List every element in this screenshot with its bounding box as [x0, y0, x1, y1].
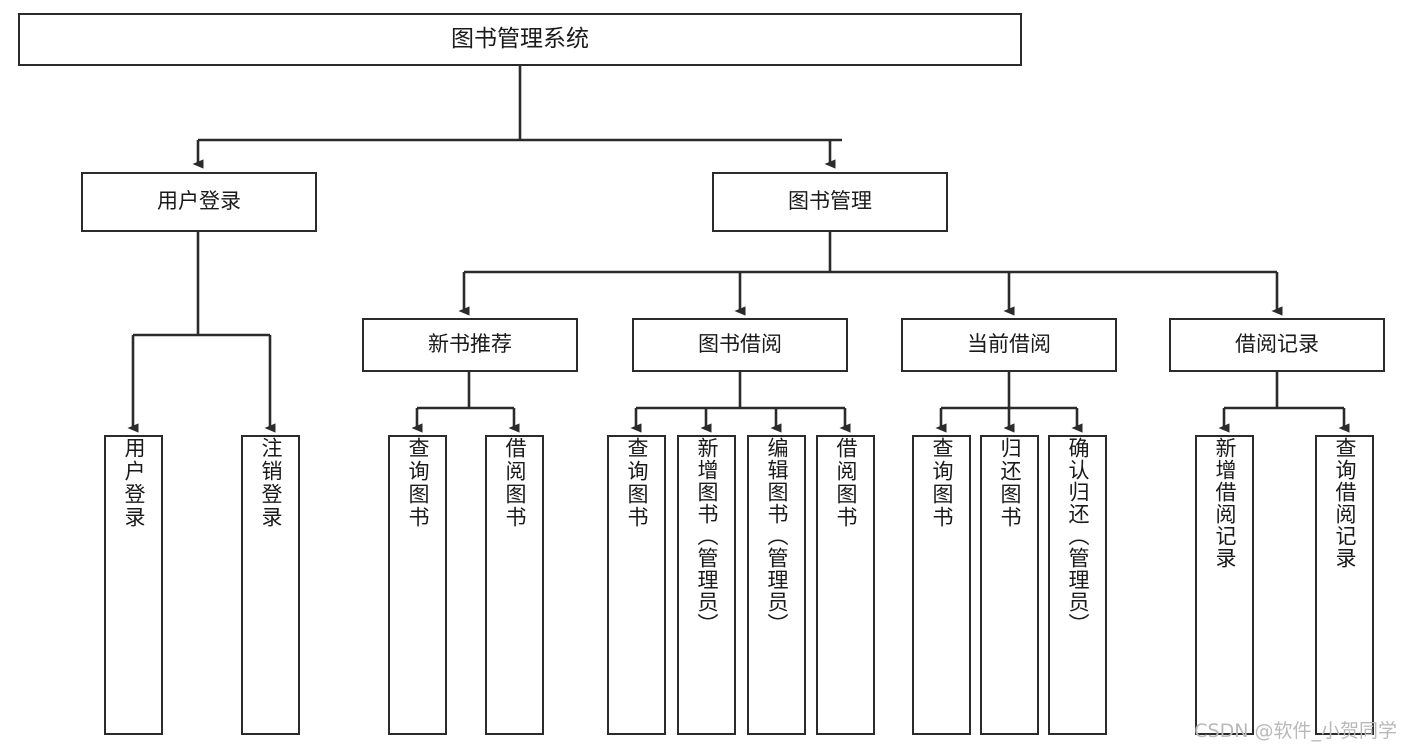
node-root[interactable]: 图书管理系统: [18, 13, 1022, 66]
node-book-borrow[interactable]: 图书借阅: [632, 318, 848, 372]
leaf-user-login-signin[interactable]: 用户登录: [104, 435, 163, 735]
leaf-new-book-borrow-label: 借阅图书: [503, 437, 527, 529]
node-current-borrow-label: 当前借阅: [967, 332, 1051, 357]
leaf-current-return-book-label: 归还图书: [998, 437, 1022, 529]
node-root-label: 图书管理系统: [451, 26, 589, 53]
leaf-current-query-book[interactable]: 查询图书: [912, 435, 971, 735]
leaf-borrow-add-book-admin[interactable]: 新增图书（管理员）: [677, 435, 736, 735]
node-book-management[interactable]: 图书管理: [712, 172, 948, 232]
node-user-login[interactable]: 用户登录: [81, 172, 317, 232]
leaf-new-book-query[interactable]: 查询图书: [388, 435, 447, 735]
node-book-management-label: 图书管理: [788, 189, 872, 214]
leaf-borrow-borrow-book[interactable]: 借阅图书: [816, 435, 875, 735]
leaf-borrow-add-book-admin-label: 新增图书（管理员）: [695, 437, 719, 635]
node-borrow-record[interactable]: 借阅记录: [1169, 318, 1385, 372]
leaf-borrow-edit-book-admin-label: 编辑图书（管理员）: [765, 437, 789, 635]
leaf-current-return-book[interactable]: 归还图书: [980, 435, 1039, 735]
node-new-book-recommend-label: 新书推荐: [428, 332, 512, 357]
leaf-borrow-query-book-label: 查询图书: [625, 437, 649, 529]
node-user-login-label: 用户登录: [157, 189, 241, 214]
leaf-borrow-query-book[interactable]: 查询图书: [607, 435, 666, 735]
leaf-record-add-record[interactable]: 新增借阅记录: [1195, 435, 1254, 735]
leaf-record-query-record[interactable]: 查询借阅记录: [1315, 435, 1374, 735]
leaf-borrow-borrow-book-label: 借阅图书: [834, 437, 858, 529]
watermark: CSDN @软件_小贺同学: [1194, 720, 1397, 742]
node-new-book-recommend[interactable]: 新书推荐: [362, 318, 578, 372]
node-book-borrow-label: 图书借阅: [698, 332, 782, 357]
leaf-current-confirm-return-admin[interactable]: 确认归还（管理员）: [1048, 435, 1107, 735]
leaf-record-add-record-label: 新增借阅记录: [1213, 437, 1237, 569]
leaf-current-query-book-label: 查询图书: [930, 437, 954, 529]
leaf-new-book-query-label: 查询图书: [406, 437, 430, 529]
leaf-borrow-edit-book-admin[interactable]: 编辑图书（管理员）: [747, 435, 806, 735]
leaf-new-book-borrow[interactable]: 借阅图书: [485, 435, 544, 735]
leaf-record-query-record-label: 查询借阅记录: [1333, 437, 1357, 569]
node-borrow-record-label: 借阅记录: [1235, 332, 1319, 357]
leaf-user-login-signin-label: 用户登录: [122, 437, 146, 529]
leaf-user-login-signout[interactable]: 注销登录: [241, 435, 300, 735]
node-current-borrow[interactable]: 当前借阅: [901, 318, 1117, 372]
leaf-user-login-signout-label: 注销登录: [259, 437, 283, 529]
leaf-current-confirm-return-admin-label: 确认归还（管理员）: [1066, 437, 1090, 635]
